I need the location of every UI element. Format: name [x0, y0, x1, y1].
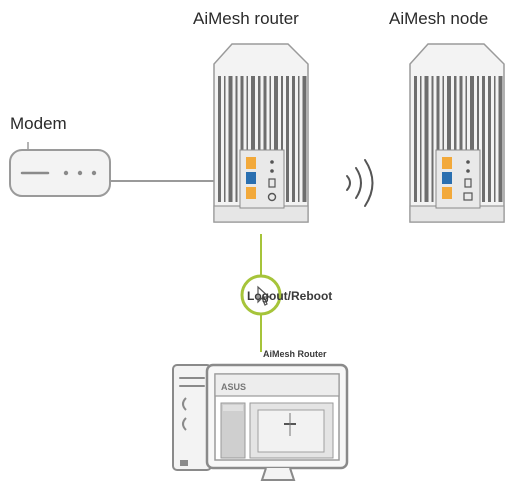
computer-icon: ASUS: [172, 363, 349, 481]
vent-stripe: [494, 76, 496, 202]
vent-stripe: [482, 76, 485, 202]
vent-stripe: [269, 76, 271, 202]
screen-title: ASUS: [221, 382, 246, 392]
vent-stripe: [459, 76, 463, 202]
modem-label: Modem: [10, 114, 67, 133]
vent-stripe: [431, 76, 434, 202]
vent-stripe: [224, 76, 226, 202]
aimesh-router-small-label: AiMesh Router: [263, 349, 327, 359]
vent-stripe: [240, 76, 244, 202]
vent-stripe: [447, 76, 451, 202]
vent-stripe: [258, 76, 261, 202]
cursor-icon: [257, 285, 271, 306]
vent-stripe: [477, 76, 479, 202]
wifi-signal-icon: [346, 159, 374, 207]
vent-stripe: [281, 76, 283, 202]
aimesh-node-label: AiMesh node: [389, 9, 488, 28]
vent-stripe: [298, 76, 300, 202]
vent-stripe: [246, 76, 248, 202]
aimesh-router-label: AiMesh router: [193, 9, 299, 28]
vent-stripe: [218, 76, 221, 202]
vent-stripe: [286, 76, 289, 202]
modem-icon: [9, 142, 111, 197]
vent-stripe: [436, 76, 440, 202]
vent-stripe: [235, 76, 238, 202]
vent-stripe: [470, 76, 474, 202]
vent-stripe: [263, 76, 267, 202]
logout-reboot-label: Logout/Reboot: [247, 289, 332, 303]
vent-stripe: [488, 76, 491, 202]
vent-stripe: [414, 76, 417, 202]
vent-stripe: [302, 76, 307, 202]
vent-stripe: [424, 76, 429, 202]
vent-stripe: [498, 76, 503, 202]
router-icon: [213, 43, 309, 223]
vent-stripe: [228, 76, 233, 202]
vent-stripe: [420, 76, 422, 202]
vent-stripe: [274, 76, 278, 202]
vent-stripe: [465, 76, 467, 202]
vent-stripe: [454, 76, 457, 202]
vent-stripe: [292, 76, 295, 202]
node-icon: [409, 43, 505, 223]
vent-stripe: [442, 76, 444, 202]
vent-stripe: [251, 76, 255, 202]
